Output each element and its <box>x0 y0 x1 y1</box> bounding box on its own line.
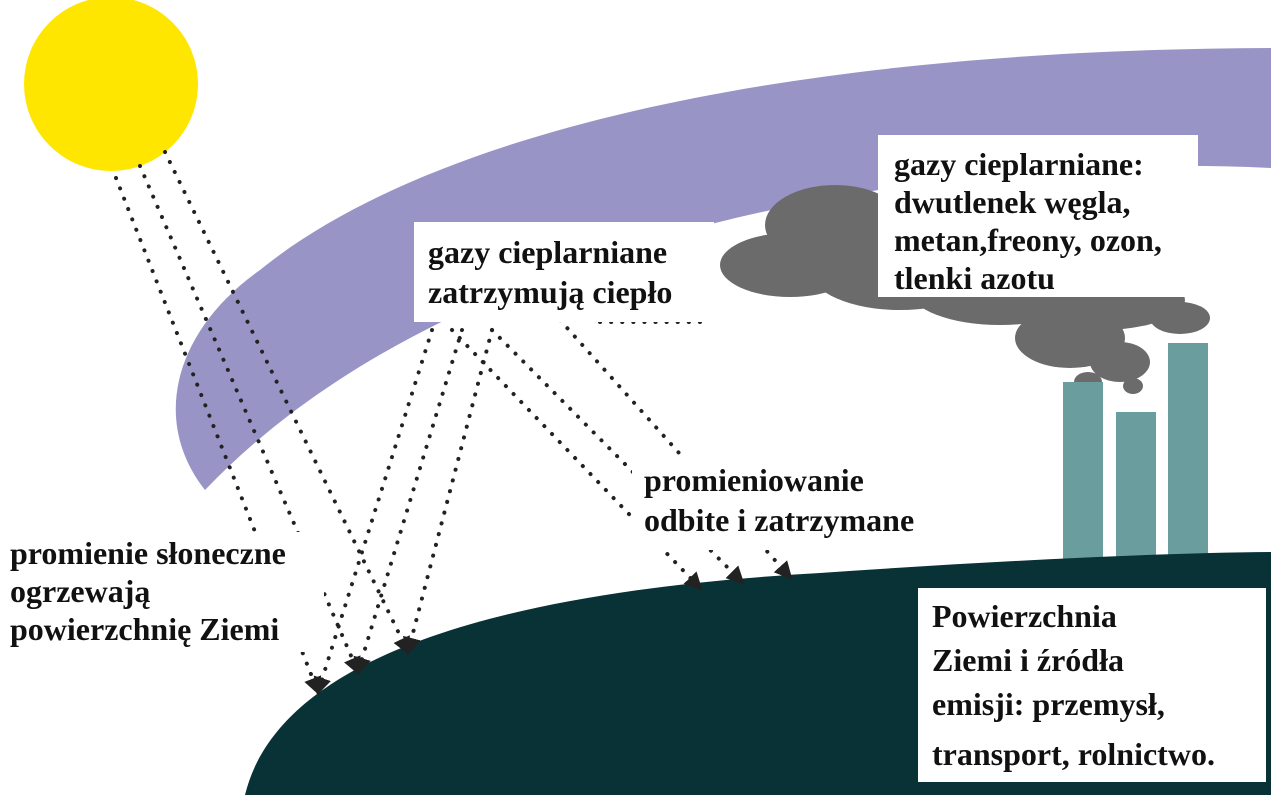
label-line: dwutlenek węgla, <box>894 183 1198 221</box>
label-line: promienie słoneczne <box>10 534 324 572</box>
label-line: emisji: przemysł, <box>932 682 1266 726</box>
label-line: metan,freony, ozon, <box>894 221 1198 259</box>
label-line: Ziemi i źródła <box>932 638 1266 682</box>
label-line: odbite i zatrzymane <box>644 500 962 540</box>
surface-sources-label: Powierzchnia Ziemi i źródła emisji: prze… <box>918 588 1266 782</box>
label-line: ogrzewają <box>10 572 324 610</box>
greenhouse-gases-trap-heat-label: gazy cieplarniane zatrzymują ciepło <box>414 222 714 322</box>
sun <box>24 0 198 171</box>
label-line: gazy cieplarniane <box>428 232 714 272</box>
reflected-ray <box>318 330 432 692</box>
label-line: transport, rolnictwo. <box>932 732 1266 776</box>
label-line: gazy cieplarniane: <box>894 145 1198 183</box>
chimney <box>1116 412 1156 562</box>
chimney <box>1063 382 1103 562</box>
reflected-ray <box>408 330 492 652</box>
greenhouse-gases-list-label: gazy cieplarniane: dwutlenek węgla, meta… <box>878 135 1198 297</box>
label-line: powierzchnię Ziemi <box>10 610 324 648</box>
label-line: Powierzchnia <box>932 594 1266 638</box>
label-line: promieniowanie <box>644 460 962 500</box>
reflected-radiation-label: promieniowanie odbite i zatrzymane <box>632 456 962 550</box>
chimney <box>1168 343 1208 563</box>
label-line: tlenki azotu <box>894 259 1198 297</box>
label-line: zatrzymują ciepło <box>428 272 714 312</box>
sun-rays-label: promienie słoneczne ogrzewają powierzchn… <box>4 532 324 652</box>
